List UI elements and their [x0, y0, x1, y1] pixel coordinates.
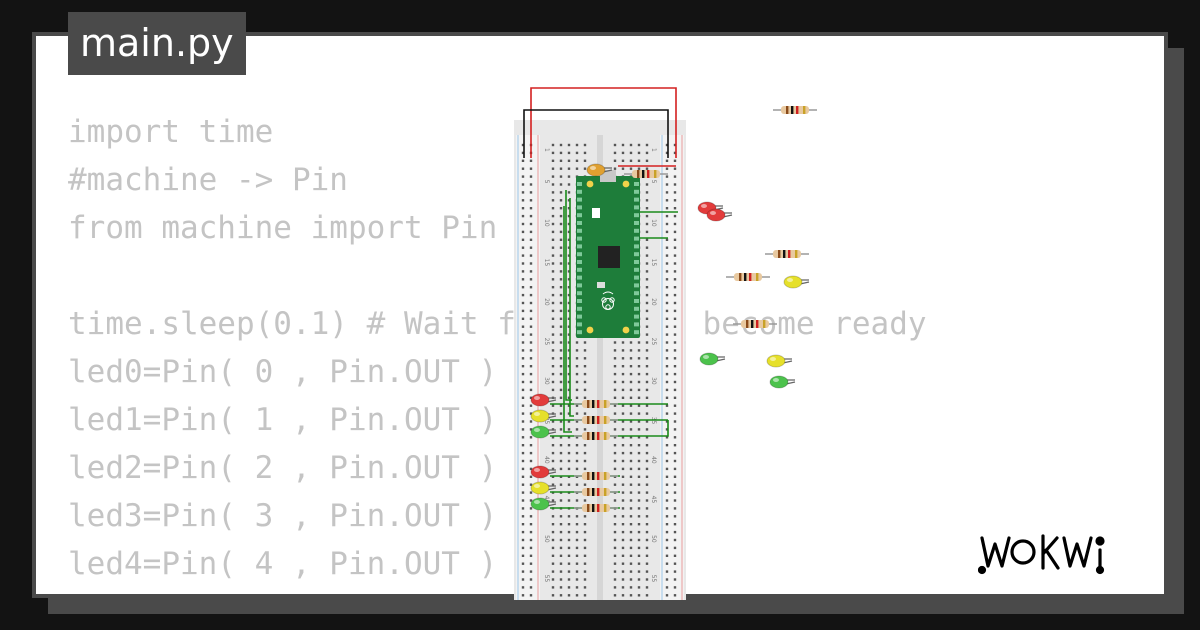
code-line: time.sleep(0.1) # Wait for USB to become… [68, 306, 927, 342]
preview-card: import time #machine -> Pin from machine i… [32, 32, 1168, 598]
code-line: #machine -> Pin [68, 162, 348, 198]
file-tab-main-py[interactable]: main.py [68, 12, 246, 75]
code-line [68, 252, 927, 300]
code-line: led3=Pin( 3 , Pin.OUT ) [68, 498, 498, 534]
code-line: led5=Pin( 5 , Pin.OUT ) [68, 588, 927, 594]
code-line: led2=Pin( 2 , Pin.OUT ) [68, 450, 498, 486]
code-line: from machine import Pin [68, 210, 498, 246]
code-editor: import time #machine -> Pin from machine i… [68, 108, 927, 594]
code-line: led0=Pin( 0 , Pin.OUT ) [68, 354, 498, 390]
code-line: led4=Pin( 4 , Pin.OUT ) [68, 546, 498, 582]
wokwi-logo [978, 534, 1105, 575]
logo-mark [978, 534, 1105, 575]
code-line: import time [68, 114, 274, 150]
code-line: led1=Pin( 1 , Pin.OUT ) [68, 402, 498, 438]
